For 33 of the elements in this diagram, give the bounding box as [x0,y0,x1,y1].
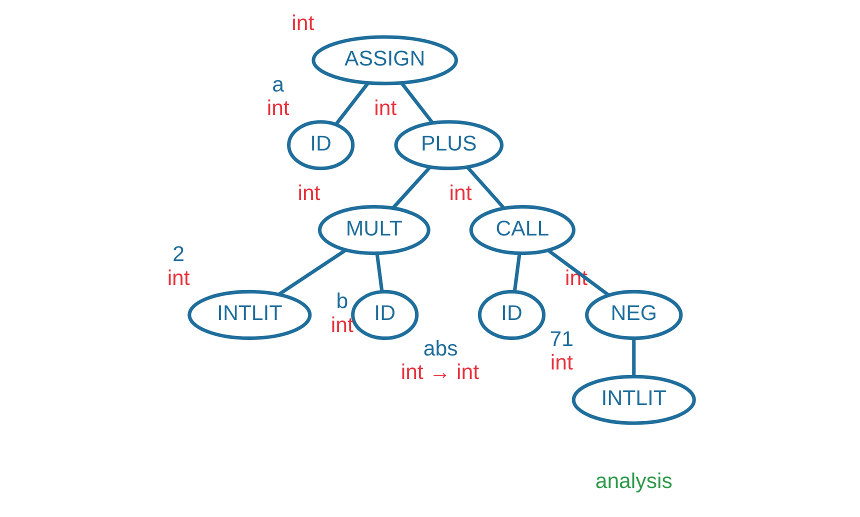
node-ellipse: ID [286,120,354,170]
node-ellipse: ID [477,290,546,340]
node-ellipse: INTLIT [571,374,696,425]
node-ellipse: NEG [584,290,682,340]
node-label: 71 [549,327,574,352]
connector [374,254,384,292]
connector [632,338,636,376]
node-label: 2 [172,242,184,266]
node-ellipse: INTLIT [187,290,312,340]
node-label: int → int [400,360,479,384]
node-ellipse: MULT [317,205,430,256]
node-label: int [266,96,289,120]
connector [334,82,369,126]
node-ellipse: CALL [468,205,575,256]
node-label: int [166,266,190,290]
node-label: int [330,312,353,337]
node-label: int [291,11,314,36]
label: analysis [594,468,672,493]
node-label: abs [422,336,458,360]
node-ellipse: ASSIGN [311,35,458,86]
node-label: int [297,180,320,205]
node-label: int [448,180,472,205]
connector [546,248,610,296]
node-label: a [272,72,284,96]
connector [277,248,346,296]
connector [400,82,434,124]
connector [512,254,521,292]
node-ellipse: PLUS [394,120,504,170]
connector [391,166,431,209]
node-label: int [550,350,572,375]
node-label: int [374,96,396,120]
node-label: b [336,289,348,314]
connector [466,166,504,209]
